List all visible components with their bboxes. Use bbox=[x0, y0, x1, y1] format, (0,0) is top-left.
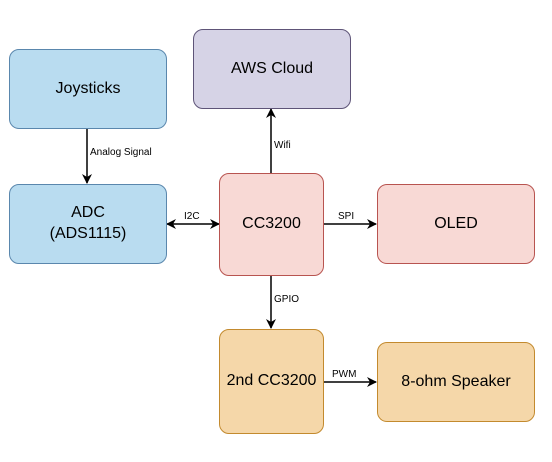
cc3200-2nd-node: 2nd CC3200 bbox=[219, 329, 324, 434]
edge-label-wifi: Wifi bbox=[273, 140, 292, 152]
cc3200-node: CC3200 bbox=[219, 173, 324, 276]
edge-label-spi: SPI bbox=[337, 211, 356, 223]
edge-label-analog-signal: Analog Signal bbox=[89, 147, 153, 159]
joysticks-node: Joysticks bbox=[9, 49, 167, 129]
oled-node: OLED bbox=[377, 184, 535, 264]
edge-label-i2c: I2C bbox=[183, 211, 201, 223]
aws-cloud-node: AWS Cloud bbox=[193, 29, 351, 109]
adc-node: ADC (ADS1115) bbox=[9, 184, 167, 264]
speaker-node: 8-ohm Speaker bbox=[377, 342, 535, 422]
edge-label-gpio: GPIO bbox=[273, 294, 301, 306]
edge-label-pwm: PWM bbox=[331, 369, 358, 381]
